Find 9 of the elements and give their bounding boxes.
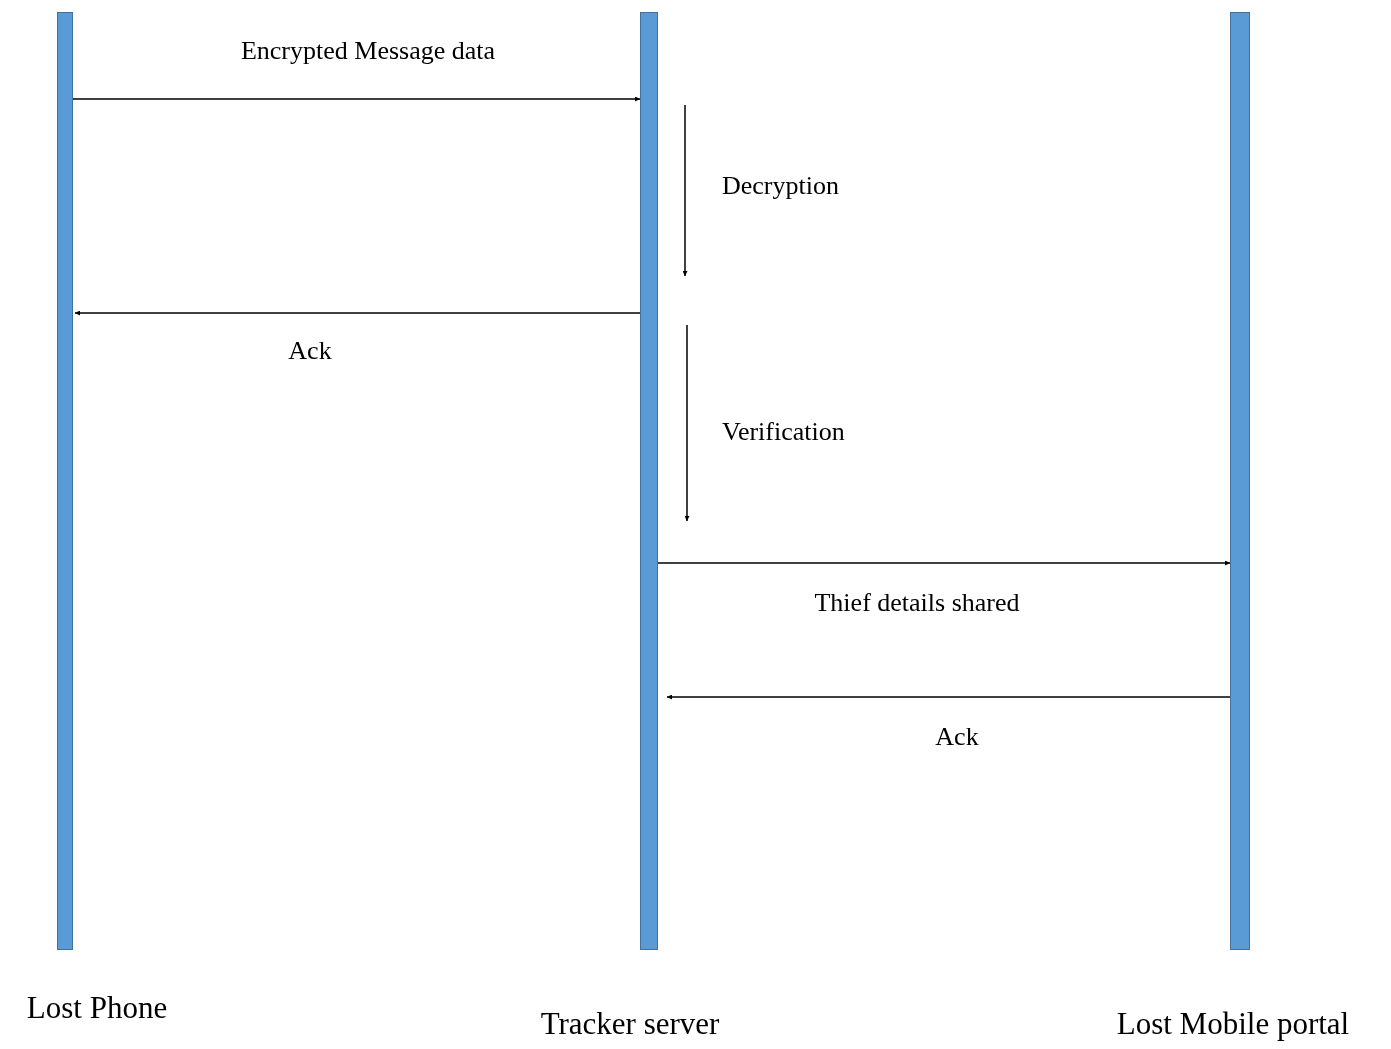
message-arrow xyxy=(72,96,641,102)
message-arrow xyxy=(657,560,1231,566)
lifeline-label: Lost Mobile portal xyxy=(1116,1008,1350,1039)
lifeline-label: Tracker server xyxy=(540,1008,720,1039)
lifeline-label: Lost Phone xyxy=(26,992,168,1023)
step-label: Verification xyxy=(722,419,845,445)
step-label: Decryption xyxy=(722,173,839,199)
message-arrow xyxy=(666,694,1231,700)
message-arrow xyxy=(74,310,641,316)
